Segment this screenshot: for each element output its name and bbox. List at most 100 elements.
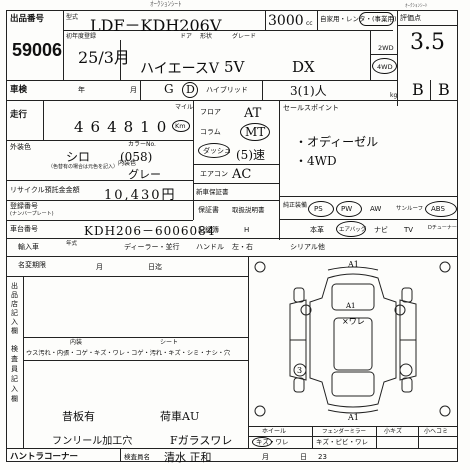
first-reg-value: 25/3月 [78, 48, 130, 67]
front-bumper [327, 266, 379, 271]
import-label: 輸入車 [18, 243, 39, 251]
grade-value: DX [292, 58, 315, 76]
recycle-amount: 10,430円 [104, 188, 177, 203]
car-hood [331, 283, 375, 311]
handle-label: ハンドル [196, 243, 224, 251]
floor-value: AT [244, 106, 262, 121]
car-roof [333, 317, 373, 371]
manual-label: 取扱説明書 [232, 206, 265, 214]
km-unit: Km [175, 122, 186, 130]
recycle-label: リサイクル預託金金額 [10, 186, 80, 194]
first-reg-label: 初年度登録 [66, 33, 97, 40]
dealer-label: ディーラー・並行 [124, 243, 180, 251]
displacement: 3000 [268, 13, 304, 29]
color-code-label: カラーNo. [128, 141, 156, 148]
exterior-score: B [438, 80, 450, 99]
interior-color: グレー [128, 168, 161, 181]
pw-circle [336, 201, 362, 217]
doors-value: 5V [224, 58, 245, 76]
equip-label: 純正装備 [283, 202, 308, 209]
equip-sunroof: サンルーフ [396, 206, 424, 212]
fender-mirror-value: キズ・ピビ・ワレ [316, 438, 368, 446]
note-1: 昔板有 [62, 410, 95, 423]
mark-circle-upper-right [394, 304, 406, 316]
lot-label: 出品番号 [10, 14, 45, 24]
navi-label: ナビ [374, 226, 388, 234]
inspector-name-label: 検査員名 [124, 453, 150, 461]
grade-score-label: 評価点 [400, 14, 421, 22]
wheel-label: ホイール [262, 428, 287, 435]
airbag-label: エアバッグ [339, 227, 367, 233]
model-year-label: 年式 [66, 241, 78, 247]
wheel-fr [401, 287, 413, 303]
mark-circle-upper-left [300, 304, 312, 316]
capacity: 3(1)人 [290, 84, 327, 98]
color-label: 外装色 [10, 143, 31, 151]
mark-circle-right [399, 363, 413, 377]
inspection-label: 車検 [10, 85, 28, 95]
rear-bumper [327, 409, 379, 414]
use-label: 自家用・レンタ・(事業用) [320, 15, 397, 23]
ps-circle [308, 201, 334, 217]
diagram-corner-tl [254, 261, 266, 273]
tv-label: TV [404, 226, 414, 234]
diagram-corner-br [439, 405, 451, 417]
header-scrawl: ｵｰｸｼｮﾝｼｰﾄ [150, 0, 182, 8]
car-name: ハイエースV [140, 61, 219, 77]
drive-4wd: 4WD [377, 63, 393, 71]
color-value: シロ [66, 150, 91, 164]
km-circle [172, 120, 190, 132]
interior-score: B [412, 80, 424, 99]
drive-4wd-circle [372, 58, 397, 74]
car-rear [331, 371, 375, 397]
model-code: LDF－KDH206V [90, 16, 222, 35]
type-label: 型式 [66, 14, 79, 21]
diagram-x-mark: ×ワレ [342, 317, 365, 326]
dash-label: ダッシュ [203, 147, 231, 155]
mileage-value: 464810 [74, 118, 174, 136]
ac-label: エアコン [200, 170, 228, 178]
footer-code: 23 [318, 453, 327, 461]
record-label: 記録簿 [198, 226, 219, 234]
fuel-hybrid: ハイブリッド [206, 86, 248, 94]
fuel-d-circle [182, 82, 198, 98]
note-2: 荷車AU [160, 410, 200, 423]
seat-hdr: シート [160, 339, 179, 346]
mileage-label: 走行 [10, 110, 28, 120]
small-scratch-label: 小キズ [384, 428, 403, 435]
record-value: H [244, 226, 250, 234]
chassis-number: KDH206－6006084 [84, 224, 216, 238]
diagram-a1-center: A1 [345, 302, 356, 310]
floor-label: フロア [200, 108, 221, 116]
inspector-label: 検査員記入欄 [11, 345, 18, 403]
fender-mirror-label: フェンダーミラー [322, 429, 367, 435]
note-4: Fガラスワレ [170, 434, 233, 447]
inspection-month: 月 [130, 86, 137, 94]
column-value: MT [245, 125, 266, 139]
shape-label: 形状 [200, 33, 213, 40]
interior-marks: ウス汚れ・内張・コゲ・キズ・ワレ・コゲ・汚れ・キズ・シミ・ナシ・穴 [26, 350, 231, 357]
grade-label: グレード [232, 33, 257, 40]
column-label: コラム [200, 128, 221, 136]
car-diagram: A1 A1 ×ワレ 3 A1 [254, 260, 451, 422]
d-tuner-label: Dチューナー [428, 225, 457, 231]
wheel-fl [293, 287, 305, 303]
score: 3.5 [410, 30, 445, 55]
warranty-label: 保証書 [198, 206, 219, 214]
mark-circle-left [293, 363, 307, 377]
right-side [399, 299, 417, 381]
cc-unit: cc [306, 20, 313, 27]
section-label: 出品店記入欄 [11, 282, 18, 335]
new-car-warranty: 新車保証書 [196, 188, 229, 196]
leather-label: 本革 [310, 226, 324, 234]
serial-label: シリアル他 [290, 243, 325, 251]
sheet-frame [6, 10, 458, 462]
footer-month: 月 [262, 453, 269, 461]
interior-color-label: 内装色 [118, 160, 137, 167]
diagram-a1-top: A1 [347, 260, 359, 269]
month-label: 月 [96, 263, 103, 271]
use-circle [359, 12, 394, 26]
speed-value: (5)速 [236, 148, 265, 162]
dash-circle [198, 143, 230, 158]
